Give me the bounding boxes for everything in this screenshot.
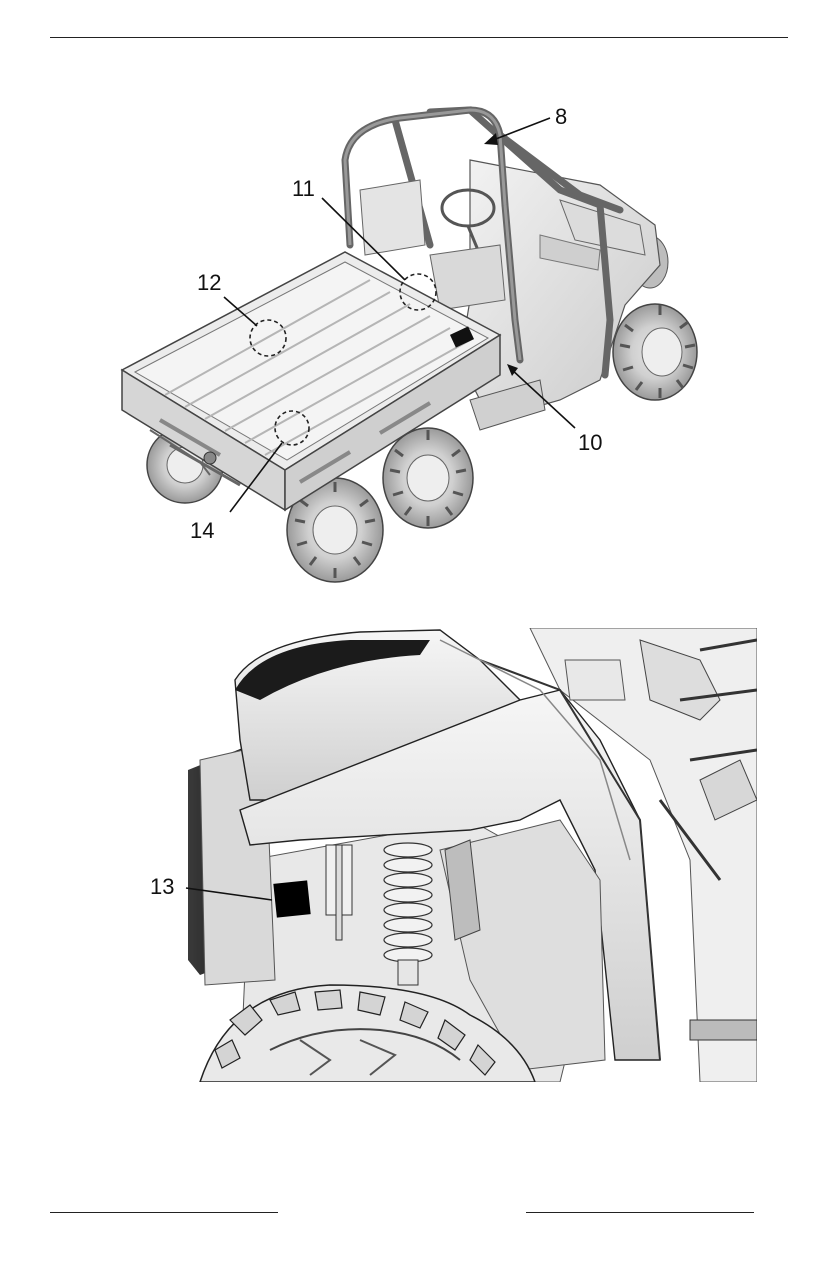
callout-10: 10 [578,430,603,455]
callout-12: 12 [197,270,222,295]
cab-interior [359,179,506,311]
callout-13: 13 [150,874,175,899]
footer-rule-right [526,1212,754,1213]
callout-11: 11 [292,176,315,201]
shock-absorber [325,842,433,986]
callout-8: 8 [555,104,568,129]
header-rule [50,37,788,38]
leader-lines [223,117,576,513]
callout-14: 14 [190,518,215,543]
fender-closeup-figure [185,628,757,1082]
leader-line-13 [185,887,273,901]
label-location-13 [273,880,311,918]
location-circle-12 [249,319,287,357]
location-circle-14 [274,410,310,446]
side-step [469,379,546,431]
fender-flare [239,689,661,1061]
arrowheads [484,133,518,376]
location-circle-11 [399,273,437,311]
frame-structure [529,628,757,1082]
hitch [169,443,241,487]
cargo-box [120,251,502,512]
wheel-front-left-rear [382,427,474,529]
footer-rule-left [50,1212,278,1213]
front-tire [199,984,536,1082]
vehicle-overview-figure [120,106,698,583]
wheel-middle-left [286,477,384,583]
wheel-front-right [612,303,698,401]
